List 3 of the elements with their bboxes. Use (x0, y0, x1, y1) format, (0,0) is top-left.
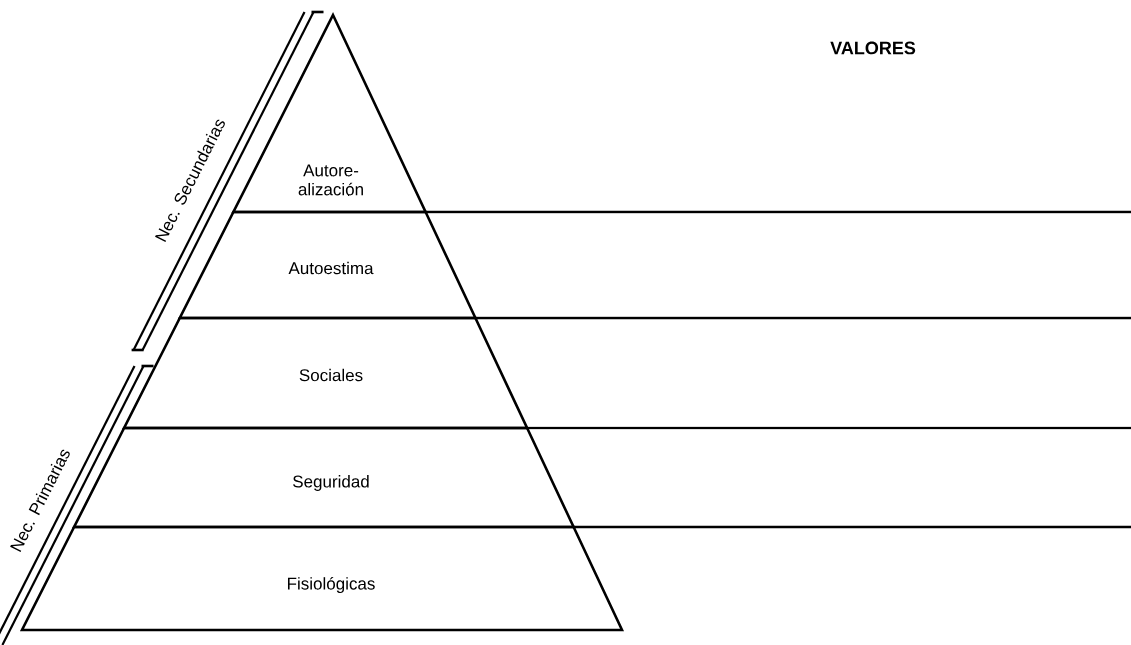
column-heading: VALORES (830, 41, 916, 55)
pyramid-level: Sociales (122, 316, 530, 430)
pyramid-level: Seguridad (72, 426, 576, 529)
